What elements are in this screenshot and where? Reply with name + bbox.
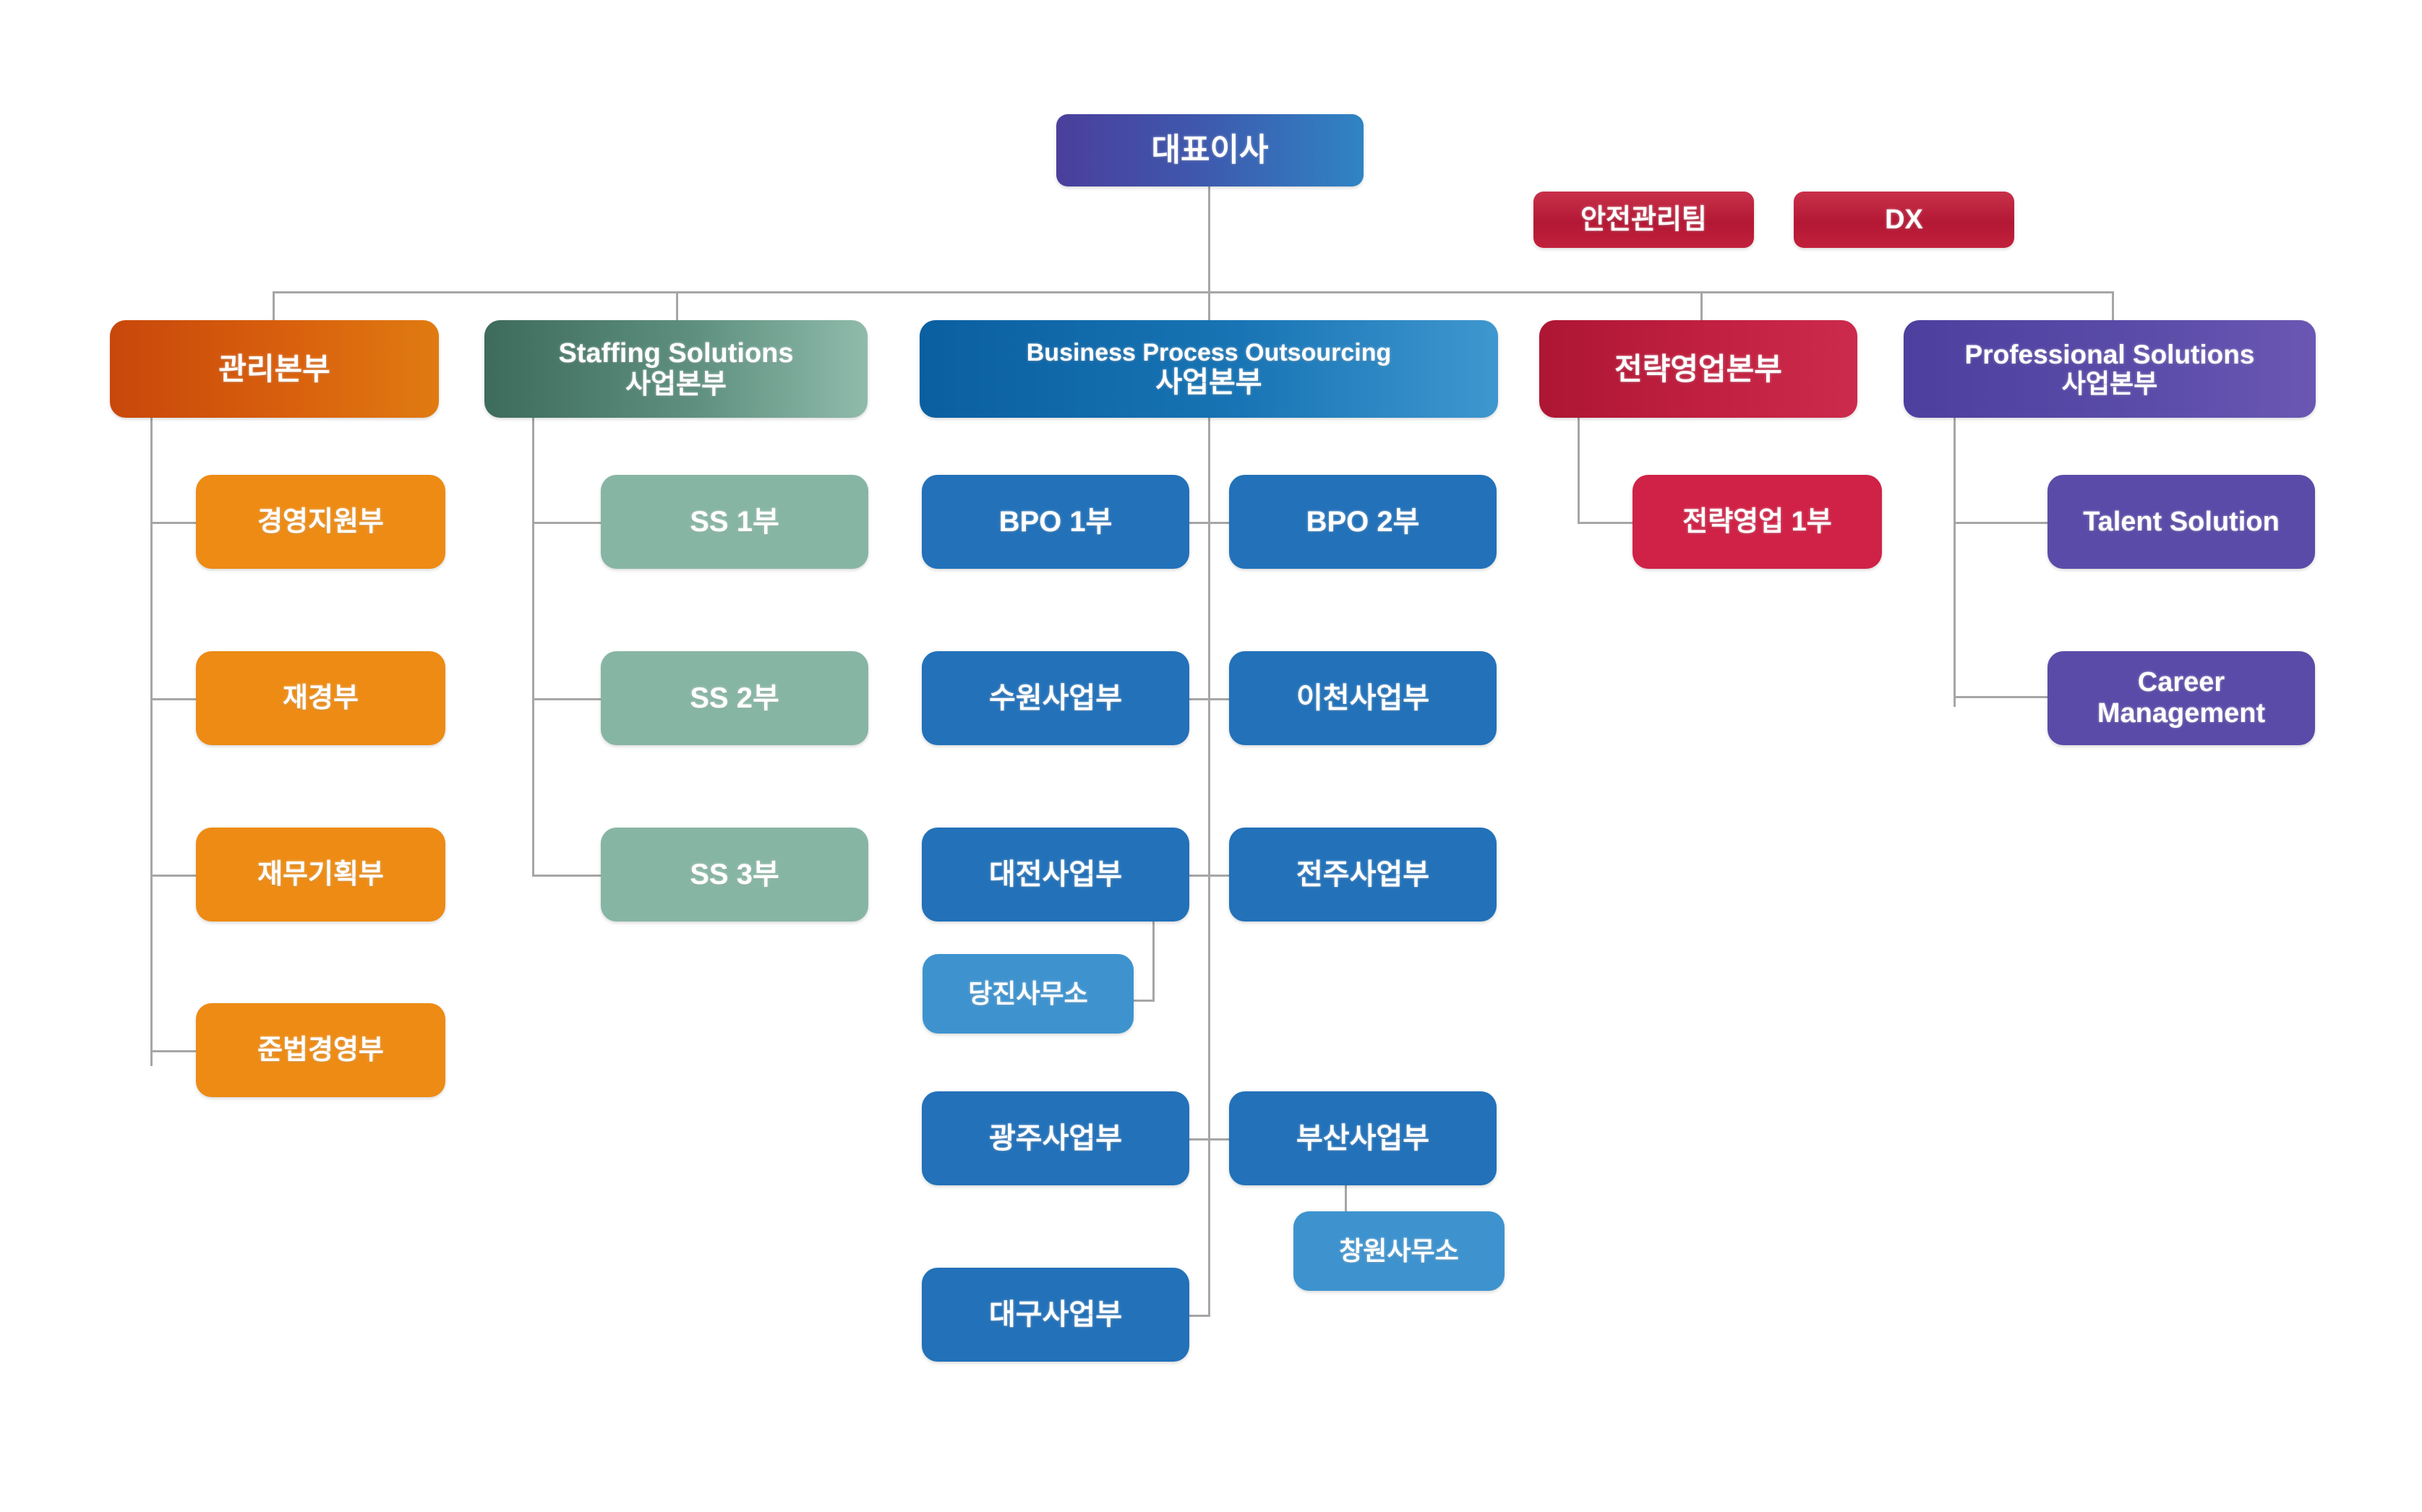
node-dept-career-management-label-line2: Management (2097, 698, 2266, 729)
node-office-changwon[interactable]: 창원사무소 (1293, 1211, 1505, 1291)
node-office-dangjin[interactable]: 당진사무소 (923, 954, 1134, 1034)
node-division-staffing-label-en: Staffing Solutions (558, 338, 794, 369)
node-dept-bpo1[interactable]: BPO 1부 (922, 475, 1189, 569)
node-staff-dx[interactable]: DX (1794, 192, 2014, 248)
node-dept-suwon-label: 수원사업부 (989, 682, 1122, 714)
connector-bpo-stub-row4-right (1208, 1138, 1235, 1141)
node-dept-career-management-label-line1: Career (2137, 667, 2225, 698)
node-dept-bpo2[interactable]: BPO 2부 (1229, 475, 1497, 569)
node-office-dangjin-label: 당진사무소 (968, 978, 1088, 1008)
node-dept-gwangju-label: 광주사업부 (989, 1122, 1122, 1154)
connector-bus-to-management (273, 291, 275, 322)
node-division-sales-label: 전략영업본부 (1614, 351, 1782, 386)
connector-professional-spine (1954, 418, 1956, 707)
node-dept-junbeop-gyeongyeong-label: 준법경영부 (257, 1034, 384, 1065)
node-dept-ss2-label: SS 2부 (690, 682, 779, 714)
node-division-bpo-label-en: Business Process Outsourcing (1026, 339, 1392, 367)
node-dept-strategic-sales-1[interactable]: 전략영업 1부 (1633, 475, 1882, 569)
connector-bpo-stub-row3-right (1208, 875, 1235, 877)
node-dept-busan-label: 부산사업부 (1296, 1122, 1429, 1154)
node-dept-daejeon-label: 대전사업부 (989, 858, 1122, 890)
connector-staffing-spine (532, 418, 534, 875)
node-division-management-label: 관리본부 (218, 351, 330, 386)
node-dept-jaegyeong-label: 재경부 (283, 682, 359, 713)
node-dept-daejeon[interactable]: 대전사업부 (922, 828, 1189, 922)
node-dept-icheon[interactable]: 이천사업부 (1229, 651, 1497, 745)
node-dept-talent-solution-label: Talent Solution (2083, 506, 2280, 537)
connector-bpo-stub-row5-left (1184, 1315, 1210, 1317)
node-dept-gwangju[interactable]: 광주사업부 (922, 1091, 1189, 1185)
node-dept-daegu-label: 대구사업부 (989, 1298, 1122, 1331)
connector-management-stub-3 (150, 875, 196, 877)
connector-bpo-stub-row2-left (1184, 698, 1210, 700)
node-staff-dx-label: DX (1885, 204, 1923, 235)
node-dept-talent-solution[interactable]: Talent Solution (2047, 475, 2315, 569)
node-dept-bpo1-label: BPO 1부 (998, 505, 1113, 538)
connector-bpo-stub-row2-right (1208, 698, 1235, 700)
connector-bpo-stub-row1-left (1184, 522, 1210, 524)
node-dept-jeonju-label: 전주사업부 (1296, 858, 1429, 890)
node-dept-gyeongyeong-jiwon-label: 경영지원부 (257, 506, 384, 537)
node-ceo[interactable]: 대표이사 (1056, 114, 1364, 186)
connector-professional-stub-1 (1954, 522, 2047, 524)
connector-sales-spine (1578, 418, 1580, 524)
node-dept-ss1[interactable]: SS 1부 (601, 475, 868, 569)
node-staff-safety[interactable]: 안전관리팀 (1533, 192, 1754, 248)
node-division-bpo[interactable]: Business Process Outsourcing 사업본부 (920, 320, 1498, 418)
node-division-staffing-label-ko: 사업본부 (625, 369, 727, 400)
node-dept-suwon[interactable]: 수원사업부 (922, 651, 1189, 745)
node-division-professional-label-en: Professional Solutions (1964, 339, 2255, 369)
node-division-management[interactable]: 관리본부 (110, 320, 439, 418)
node-division-sales[interactable]: 전략영업본부 (1539, 320, 1857, 418)
connector-division-bus (273, 291, 2114, 293)
node-dept-ss1-label: SS 1부 (690, 505, 779, 538)
node-division-professional[interactable]: Professional Solutions 사업본부 (1904, 320, 2316, 418)
node-dept-career-management[interactable]: Career Management (2047, 651, 2315, 745)
node-dept-ss3-label: SS 3부 (690, 858, 779, 890)
node-dept-gyeongyeong-jiwon[interactable]: 경영지원부 (196, 475, 445, 569)
node-division-staffing[interactable]: Staffing Solutions 사업본부 (484, 320, 868, 418)
connector-bpo-trunk (1208, 418, 1210, 1316)
node-staff-safety-label: 안전관리팀 (1580, 204, 1707, 235)
connector-bus-to-professional (2112, 291, 2114, 322)
node-dept-bpo2-label: BPO 2부 (1306, 505, 1420, 538)
node-dept-icheon-label: 이천사업부 (1296, 682, 1429, 714)
connector-management-stub-4 (150, 1050, 196, 1052)
connector-bpo-stub-row3-left (1184, 875, 1210, 877)
node-dept-jeonju[interactable]: 전주사업부 (1229, 828, 1497, 922)
connector-management-spine (150, 418, 153, 1066)
node-dept-busan[interactable]: 부산사업부 (1229, 1091, 1497, 1185)
connector-staffing-stub-2 (532, 698, 601, 700)
node-division-bpo-label-ko: 사업본부 (1155, 366, 1262, 399)
connector-bpo-stub-row1-right (1208, 522, 1235, 524)
node-dept-ss3[interactable]: SS 3부 (601, 828, 868, 922)
node-dept-strategic-sales-1-label: 전략영업 1부 (1682, 506, 1832, 537)
node-division-professional-label-ko: 사업본부 (2061, 369, 2158, 399)
node-dept-jaemu-gihoek-label: 재무기획부 (257, 859, 384, 890)
node-dept-daegu[interactable]: 대구사업부 (922, 1268, 1189, 1362)
connector-management-stub-1 (150, 522, 196, 524)
connector-management-stub-2 (150, 698, 196, 700)
connector-bpo-stub-row4-left (1184, 1138, 1210, 1141)
connector-dangjin-stub (1131, 1000, 1155, 1002)
node-ceo-label: 대표이사 (1151, 132, 1269, 168)
connector-staffing-stub-3 (532, 875, 601, 877)
connector-bus-to-staffing (676, 291, 678, 322)
node-dept-jaemu-gihoek[interactable]: 재무기획부 (196, 828, 445, 922)
connector-daejeon-to-dangjin (1152, 919, 1155, 1001)
connector-staffing-stub-1 (532, 522, 601, 524)
node-dept-junbeop-gyeongyeong[interactable]: 준법경영부 (196, 1003, 445, 1097)
node-dept-jaegyeong[interactable]: 재경부 (196, 651, 445, 745)
connector-sales-stub-1 (1578, 522, 1633, 524)
connector-bus-to-sales (1700, 291, 1703, 322)
node-dept-ss2[interactable]: SS 2부 (601, 651, 868, 745)
connector-professional-stub-2 (1954, 696, 2047, 698)
node-office-changwon-label: 창원사무소 (1339, 1235, 1459, 1266)
